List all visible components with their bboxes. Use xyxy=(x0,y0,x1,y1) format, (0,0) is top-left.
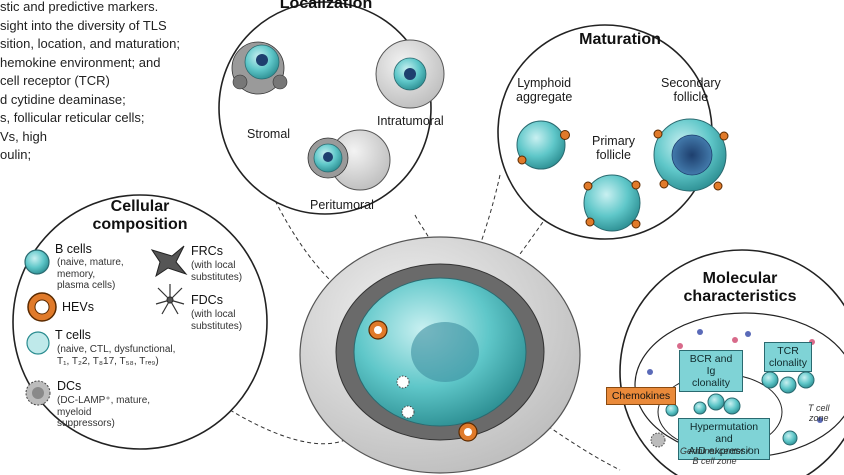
intro-line: cell receptor (TCR) xyxy=(0,73,110,88)
intratumoral-label: Intratumoral xyxy=(377,114,444,128)
molecular-cells xyxy=(647,329,823,448)
desc-line: plasma cells) xyxy=(57,280,116,291)
intro-line: hemokine environment; and xyxy=(0,54,161,70)
desc-line: (naive, CTL, dysfunctional, xyxy=(57,344,176,355)
intratumoral-cluster xyxy=(375,39,445,109)
localization-circle xyxy=(218,1,432,215)
box-line: TCR xyxy=(777,345,799,357)
germinal-center-label: Germinal center / B cell zone xyxy=(680,446,749,466)
hev-legend-icon xyxy=(27,292,57,322)
t-cells-desc: (naive, CTL, dysfunctional, T₁, T₂2, T₈1… xyxy=(57,344,175,367)
fdcs-name: FDCs xyxy=(191,293,223,307)
desc-line: (with local xyxy=(191,309,236,320)
intro-line: sition, location, and maturation; xyxy=(0,36,180,51)
label-line: aggregate xyxy=(516,90,573,104)
dc-legend-icon xyxy=(25,380,51,406)
frc-legend-icon xyxy=(150,245,188,278)
b-cells-name: B cells xyxy=(55,242,92,256)
label-line: Primary xyxy=(592,134,636,148)
chemokines-box: Chemokines xyxy=(606,387,676,405)
title-line: characteristics xyxy=(683,288,797,305)
tcell-zone-label: T cell zone xyxy=(808,403,830,423)
localization-title: Localization xyxy=(279,0,373,12)
label-line: follicle xyxy=(673,90,709,104)
hypermutation-box: Hypermutation and AID expression xyxy=(678,418,770,460)
desc-line: (DC-LAMP⁺, mature, xyxy=(57,395,151,406)
b-cell-legend-icon xyxy=(24,249,50,275)
dcs-name: DCs xyxy=(57,379,82,393)
desc-line: suppressors) xyxy=(57,418,115,429)
intro-text: stic and predictive markers. sight into … xyxy=(0,0,260,165)
stromal-label: Stromal xyxy=(247,127,291,141)
label-line: Secondary xyxy=(661,76,721,90)
fdcs-desc: (with local substitutes) xyxy=(191,309,242,332)
maturation-title: Maturation xyxy=(579,31,661,48)
intro-line: Vs, high xyxy=(0,128,47,144)
title-line: composition xyxy=(92,216,188,233)
frcs-desc: (with local substitutes) xyxy=(191,260,242,283)
primary-follicle xyxy=(583,174,641,232)
intro-line: d cytidine deaminase; xyxy=(0,91,126,107)
desc-line: myeloid xyxy=(57,406,92,418)
secondary-follicle-label: Secondary follicle xyxy=(661,76,721,104)
molecular-title: Molecular characteristics xyxy=(670,270,810,306)
intro-line: s, follicular reticular cells; xyxy=(0,110,145,125)
fdc-legend-icon xyxy=(155,284,185,315)
box-line: Hypermutation and xyxy=(689,421,759,445)
title-line: Cellular xyxy=(110,198,170,215)
box-line: clonality xyxy=(769,357,807,369)
dashed-connectors xyxy=(229,129,621,471)
tcr-clonality-box: TCR clonality xyxy=(764,342,812,372)
intro-line: oulin; xyxy=(0,147,32,162)
box-line: BCR and Ig xyxy=(689,353,733,377)
title-line: Molecular xyxy=(702,270,778,287)
peritumoral-cluster xyxy=(307,129,391,191)
desc-line: (naive, mature, xyxy=(57,257,124,268)
small-line: T cell xyxy=(808,403,830,413)
desc-line: (with local xyxy=(191,260,236,271)
intro-line: stic and predictive markers. xyxy=(0,0,159,14)
small-line: Germinal center / xyxy=(680,446,750,456)
small-line: zone xyxy=(808,413,829,423)
stromal-cluster xyxy=(231,41,288,95)
t-cells-name: T cells xyxy=(55,328,91,342)
label-line: Lymphoid xyxy=(517,76,572,90)
primary-follicle-label: Primary follicle xyxy=(592,134,635,162)
desc-line: memory, xyxy=(57,268,96,280)
desc-line: substitutes) xyxy=(191,271,243,283)
b-cells-desc: (naive, mature, memory, plasma cells) xyxy=(57,257,124,292)
hevs-name: HEVs xyxy=(62,300,94,314)
box-line: AID expression xyxy=(688,445,760,457)
label-line: follicle xyxy=(596,148,631,162)
peritumoral-label: Peritumoral xyxy=(310,198,374,212)
dcs-desc: (DC-LAMP⁺, mature, myeloid suppressors) xyxy=(57,395,150,430)
box-line: clonality xyxy=(692,377,730,389)
desc-line: T₁, T₂2, T₈17, T₅₈, Tᵣₑ₉) xyxy=(57,355,159,367)
secondary-follicle xyxy=(653,118,729,192)
cellular-composition-circle xyxy=(12,194,268,450)
intro-line: sight into the diversity of TLS xyxy=(0,17,167,33)
t-cell-legend-icon xyxy=(26,331,50,355)
frcs-name: FRCs xyxy=(191,244,223,258)
lymphoid-aggregate-label: Lymphoid aggregate xyxy=(516,76,572,104)
desc-line: substitutes) xyxy=(191,320,243,332)
central-tls xyxy=(299,236,581,474)
small-line: B cell zone xyxy=(692,456,737,466)
bcr-clonality-box: BCR and Ig clonality xyxy=(679,350,743,392)
lymphoid-aggregate xyxy=(516,120,570,170)
cellular-title: Cellular composition xyxy=(90,198,190,234)
